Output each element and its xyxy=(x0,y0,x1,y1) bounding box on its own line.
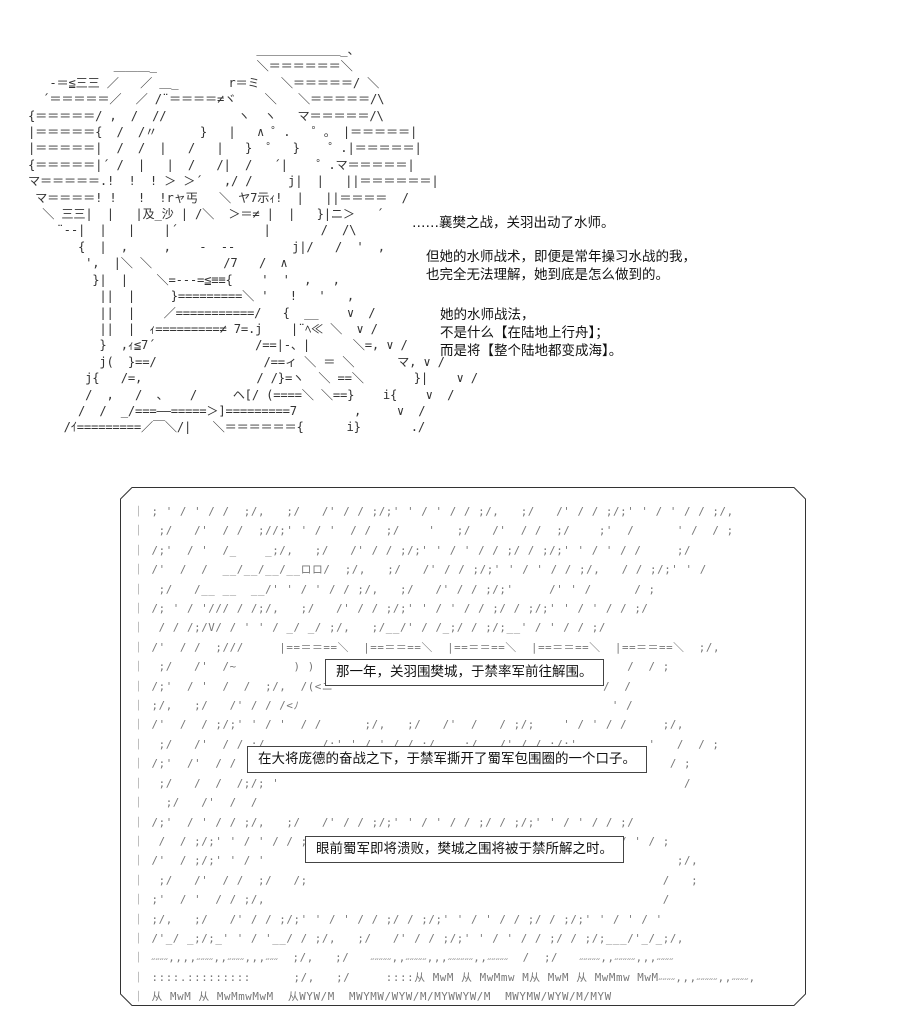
narration-line-2: 但她的水师战术，即便是常年操习水战的我， 也完全无法理解，她到底是怎么做到的。 xyxy=(426,249,696,283)
caption-box-2: 在大将庞德的奋战之下，于禁军撕开了蜀军包围圈的一个口子。 xyxy=(247,746,647,773)
narration-line-1: ……襄樊之战，关羽出动了水师。 xyxy=(412,215,615,231)
caption-box-3: 眼前蜀军即将溃败，樊城之围将被于禁所解之时。 xyxy=(305,836,624,863)
battle-scene-panel: ｜ ; ' / ' / / ;/, ;/ /' / / ;/;' ' / ' /… xyxy=(120,487,806,1006)
character-ascii-art: ＿＿＿＿＿＿＿_、 ＿＿＿_ ＼＝＝＝＝＝＝＼ -＝≦三三 ／ ／ ＿_ r＝ミ… xyxy=(28,43,478,435)
narration-line-3: 她的水师战法， 不是什么【在陆地上行舟】； 而是将【整个陆地都变成海】。 xyxy=(440,307,623,359)
caption-box-1: 那一年，关羽围樊城，于禁率军前往解围。 xyxy=(325,659,604,686)
